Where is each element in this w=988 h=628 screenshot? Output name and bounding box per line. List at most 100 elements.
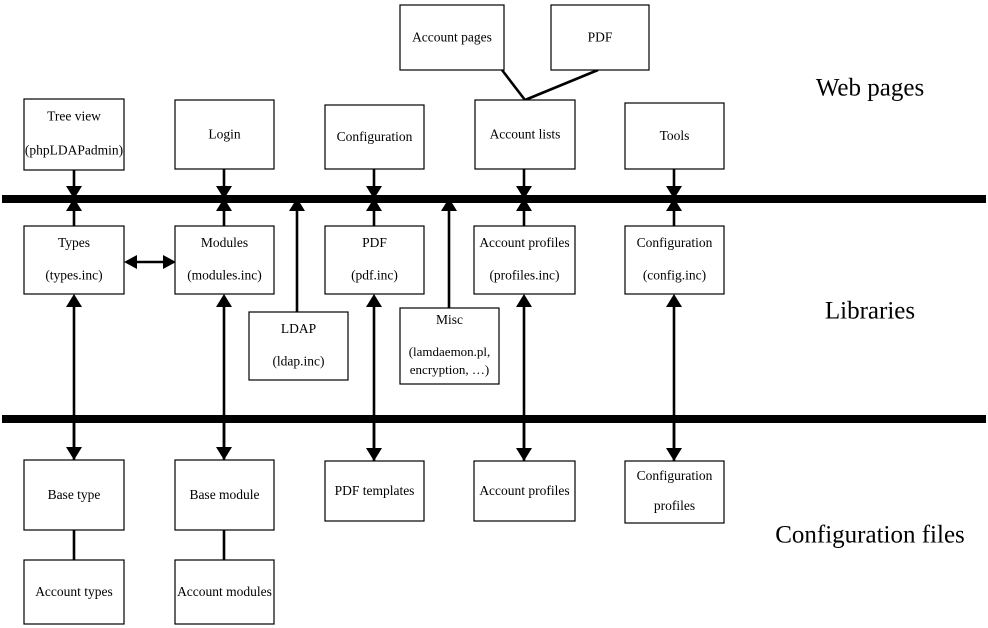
node-sublabel: profiles xyxy=(654,498,695,513)
node-account-profiles-files[interactable]: Account profiles xyxy=(473,460,576,522)
arrowhead-up-icon xyxy=(366,294,382,307)
node-label: Base module xyxy=(189,487,259,502)
node-label: Tools xyxy=(660,128,690,143)
arrowhead-up-icon xyxy=(516,294,532,307)
node-label: Account profiles xyxy=(479,235,569,250)
arrowhead-up-icon xyxy=(66,198,82,211)
node-pdf-templates[interactable]: PDF templates xyxy=(324,460,425,522)
node-base-type[interactable]: Base type xyxy=(23,459,125,531)
section-label-configuration-files: Configuration files xyxy=(775,522,965,549)
node-account-types[interactable]: Account types xyxy=(23,559,125,625)
node-label: Account lists xyxy=(490,127,561,142)
node-label: Configuration xyxy=(337,129,413,144)
node-base-module[interactable]: Base module xyxy=(174,459,275,531)
node-label: PDF templates xyxy=(335,483,415,498)
arrowhead-up-icon xyxy=(289,198,305,211)
connection-ldap-to-bus-top xyxy=(289,198,305,312)
node-configuration-profiles[interactable]: Configuration profiles xyxy=(624,460,725,524)
arrowhead-right-icon xyxy=(163,255,176,269)
node-box xyxy=(324,460,425,522)
connection-types-modules-bidirectional xyxy=(124,255,176,269)
node-box xyxy=(399,307,500,385)
node-box xyxy=(324,104,425,170)
node-label: Account types xyxy=(35,584,113,599)
connection-pdf-lib-to-bus-top xyxy=(366,198,382,226)
node-types-lib[interactable]: Types(types.inc) xyxy=(23,225,125,295)
bus-bar-bus-top xyxy=(2,195,986,203)
node-sublabel: encryption, …) xyxy=(410,362,489,377)
arrowhead-up-icon xyxy=(66,294,82,307)
connections-layer xyxy=(66,68,682,560)
node-sublabel: (ldap.inc) xyxy=(272,353,324,368)
node-modules-lib[interactable]: Modules (modules.inc) xyxy=(174,225,275,295)
arrowhead-down-icon xyxy=(516,186,532,199)
node-sublabel: (config.inc) xyxy=(643,267,706,282)
node-tools[interactable]: Tools xyxy=(624,102,725,170)
node-configuration-lib[interactable]: Configuration(config.inc) xyxy=(624,225,725,295)
node-box xyxy=(174,99,275,170)
node-account-pages[interactable]: Account pages xyxy=(399,4,505,71)
arrowhead-up-icon xyxy=(441,198,457,211)
node-box xyxy=(248,311,349,381)
node-label: LDAP xyxy=(281,321,316,336)
node-ldap-lib[interactable]: LDAP (ldap.inc) xyxy=(248,311,349,381)
node-login[interactable]: Login xyxy=(174,99,275,170)
node-box xyxy=(473,225,576,295)
arrowhead-up-icon xyxy=(666,294,682,307)
node-box xyxy=(624,102,725,170)
arrowhead-up-icon xyxy=(666,198,682,211)
connection-tools-to-bus-top xyxy=(666,169,682,199)
node-account-modules[interactable]: Account modules xyxy=(174,559,275,625)
node-sublabel: (lamdaemon.pl, xyxy=(409,344,491,359)
connection-account-profiles-to-bus-top xyxy=(516,198,532,226)
node-label: Account modules xyxy=(177,584,272,599)
connection-configuration-page-to-bus-top xyxy=(366,169,382,199)
bus-bars-layer xyxy=(2,195,986,423)
node-box xyxy=(23,559,125,625)
node-label: Configuration xyxy=(637,468,713,483)
arrowhead-down-icon xyxy=(666,186,682,199)
node-misc-lib[interactable]: Misc(lamdaemon.pl,encryption, …) xyxy=(399,307,500,385)
connection-modules-to-bus-top xyxy=(216,198,232,226)
connection-tree-view-to-bus-top xyxy=(66,170,82,199)
connection-pdf-page-to-account-lists xyxy=(524,68,599,102)
node-box xyxy=(399,4,505,71)
node-tree-view[interactable]: Tree view (phpLDAPadmin) xyxy=(23,98,125,171)
node-configuration-page[interactable]: Configuration xyxy=(324,104,425,170)
node-box xyxy=(624,460,725,524)
node-label: Login xyxy=(208,127,240,142)
node-account-profiles-lib[interactable]: Account profiles(profiles.inc) xyxy=(473,225,576,295)
node-label: Tree view xyxy=(47,109,101,124)
node-box xyxy=(624,225,725,295)
arrowhead-down-icon xyxy=(366,448,382,461)
node-box xyxy=(473,460,576,522)
node-label: Base type xyxy=(48,487,101,502)
node-label: Modules xyxy=(201,235,248,250)
arrowhead-down-icon xyxy=(216,186,232,199)
node-label: Account profiles xyxy=(479,483,569,498)
arrowhead-up-icon xyxy=(516,198,532,211)
node-box xyxy=(174,559,275,625)
arrowhead-up-icon xyxy=(216,294,232,307)
arrowhead-down-icon xyxy=(516,448,532,461)
node-sublabel: (pdf.inc) xyxy=(351,267,398,282)
arrowhead-down-icon xyxy=(366,186,382,199)
node-box xyxy=(174,459,275,531)
bus-bar-bus-bottom xyxy=(2,415,986,423)
connector-line xyxy=(500,69,527,101)
node-sublabel: (phpLDAPadmin) xyxy=(25,143,123,158)
arrowhead-up-icon xyxy=(216,198,232,211)
node-sublabel: (modules.inc) xyxy=(187,267,262,282)
node-account-lists[interactable]: Account lists xyxy=(474,99,576,170)
arrowhead-down-icon xyxy=(66,447,82,460)
section-label-web-pages: Web pages xyxy=(816,75,924,102)
node-box xyxy=(174,225,275,295)
arrowhead-down-icon xyxy=(216,447,232,460)
node-pdf-lib[interactable]: PDF(pdf.inc) xyxy=(324,225,425,295)
node-pdf-page[interactable]: PDF xyxy=(550,4,650,71)
node-box xyxy=(550,4,650,71)
section-label-libraries: Libraries xyxy=(825,298,915,325)
node-box xyxy=(23,98,125,171)
